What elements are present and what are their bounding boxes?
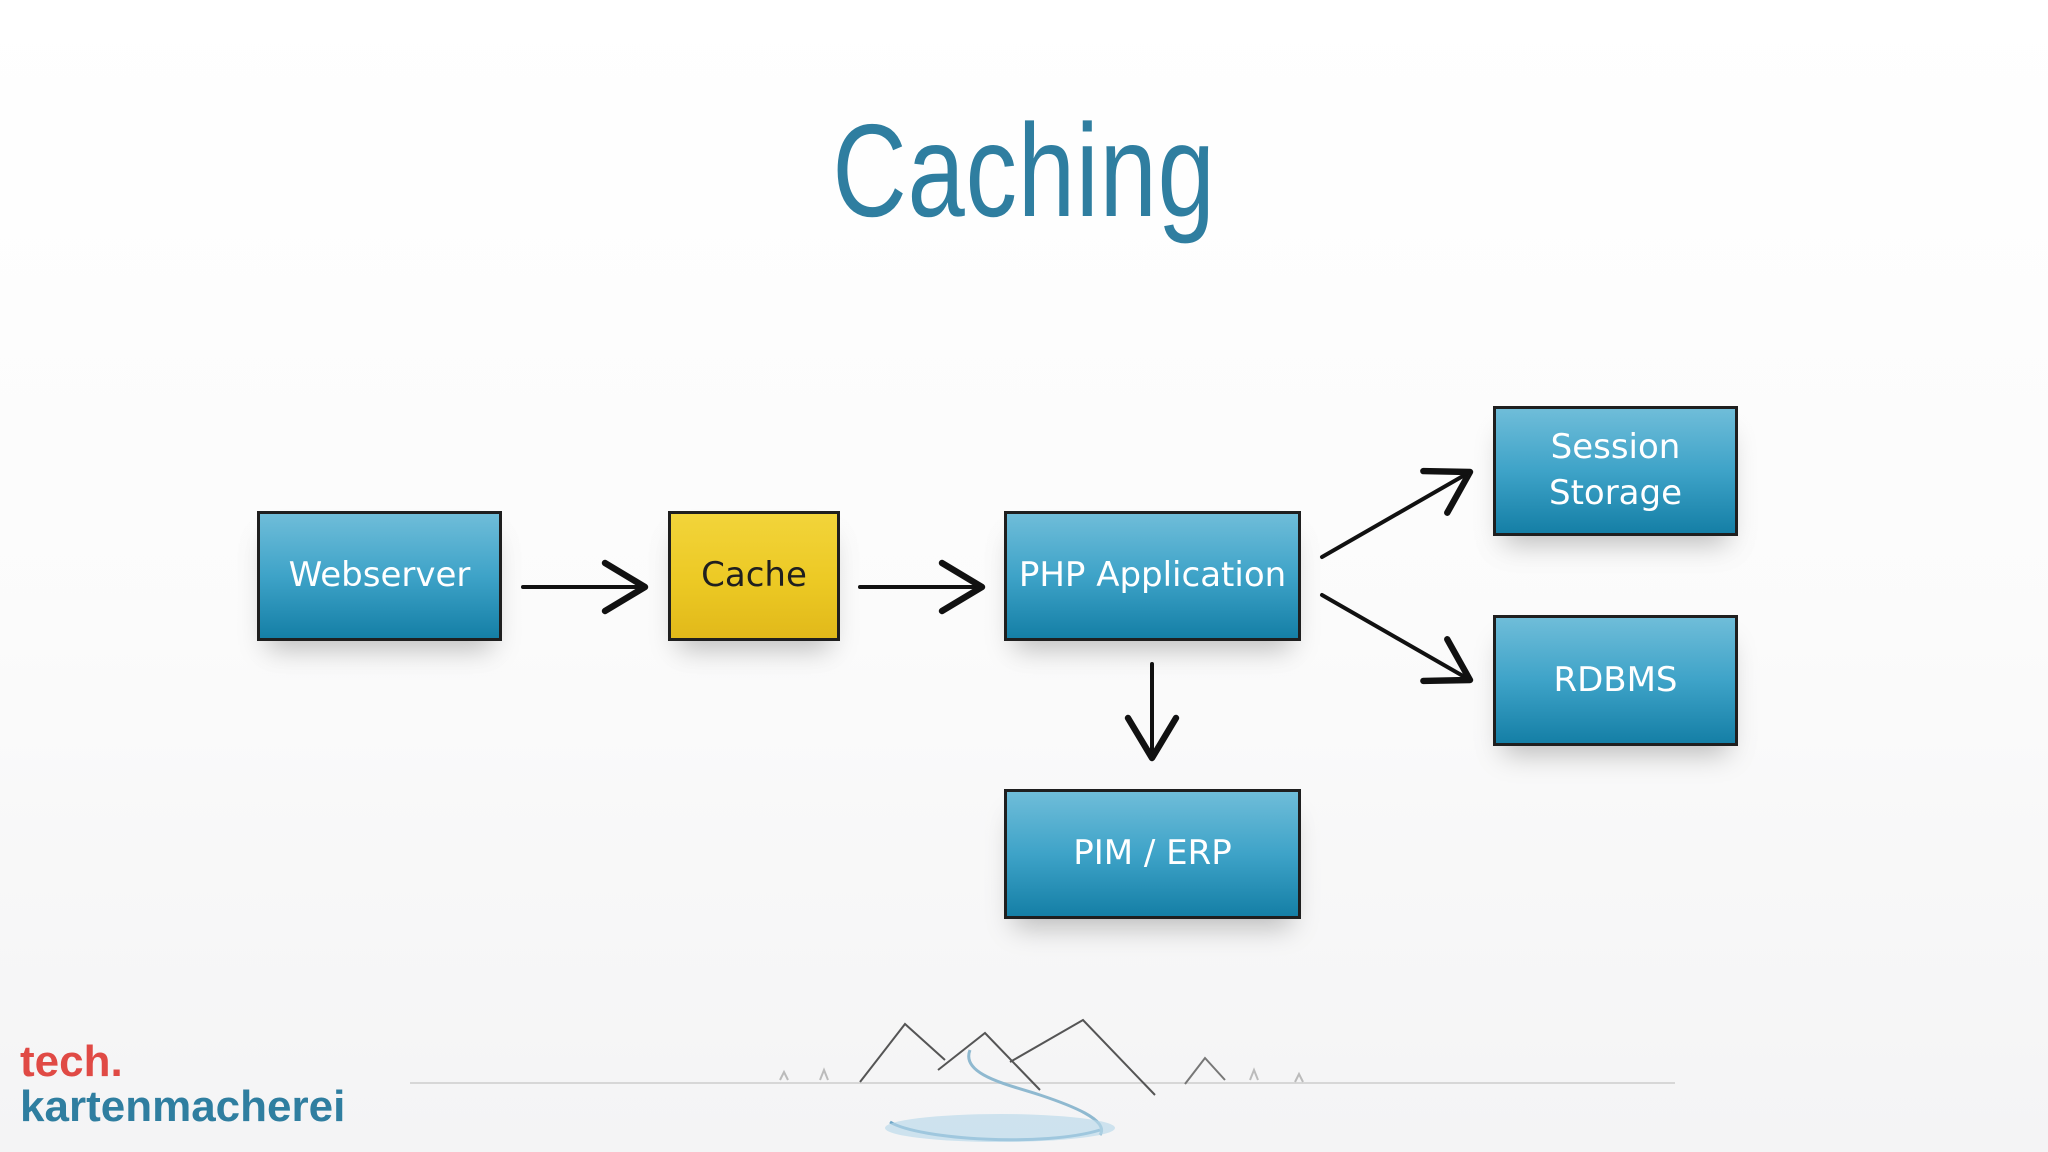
logo-line-2: kartenmacherei <box>20 1081 346 1131</box>
node-pim-erp: PIM / ERP <box>1004 789 1301 919</box>
company-logo: tech. kartenmacherei <box>20 1037 346 1131</box>
arrow-php-to-session-storage <box>1320 467 1474 559</box>
node-php-application: PHP Application <box>1004 511 1301 641</box>
logo-line-1: tech. <box>20 1037 123 1086</box>
node-rdbms: RDBMS <box>1493 615 1738 746</box>
slide-title: Caching <box>832 97 1216 244</box>
node-cache: Cache <box>668 511 840 641</box>
mountain-illustration <box>410 1018 1675 1142</box>
node-webserver: Webserver <box>257 511 502 641</box>
arrow-php-to-rdbms <box>1320 593 1474 685</box>
node-session-storage: Session Storage <box>1493 406 1738 536</box>
